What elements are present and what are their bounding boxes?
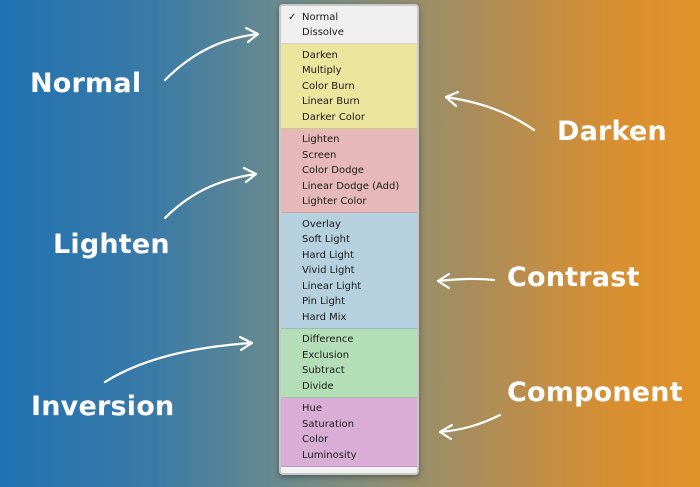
menu-item-difference[interactable]: Difference <box>281 332 417 348</box>
menu-item-label: Hue <box>302 403 323 414</box>
menu-item-normal[interactable]: ✓ Normal <box>281 10 417 26</box>
menu-item-hue[interactable]: Hue <box>281 401 417 417</box>
menu-item-label: Lighter Color <box>302 196 367 207</box>
menu-item-label: Exclusion <box>302 349 350 361</box>
menu-item-label: Soft Light <box>302 234 350 245</box>
menu-item-dissolve[interactable]: Dissolve <box>281 25 417 41</box>
menu-item-linear-dodge-add[interactable]: Linear Dodge (Add) <box>281 179 417 195</box>
arrow-inversion-icon <box>103 335 254 384</box>
menu-item-label: Pin Light <box>302 296 346 307</box>
menu-item-label: Difference <box>302 334 354 345</box>
menu-item-label: Normal <box>302 11 339 23</box>
menu-item-linear-burn[interactable]: Linear Burn <box>281 94 417 110</box>
menu-item-luminosity[interactable]: Luminosity <box>281 448 417 464</box>
menu-item-label: Overlay <box>302 218 341 230</box>
menu-item-lighten[interactable]: Lighten <box>281 132 417 148</box>
menu-item-label: Dissolve <box>302 27 344 38</box>
menu-item-label: Screen <box>302 149 337 161</box>
menu-item-subtract[interactable]: Subtract <box>281 363 417 379</box>
menu-item-screen[interactable]: Screen <box>281 148 417 164</box>
menu-item-exclusion[interactable]: Exclusion <box>281 348 417 364</box>
label-lighten: Lighten <box>53 229 170 260</box>
menu-item-label: Luminosity <box>302 449 357 461</box>
menu-item-label: Divide <box>302 380 334 392</box>
menu-item-hard-light[interactable]: Hard Light <box>281 248 417 264</box>
menu-item-label: Color Burn <box>302 80 355 92</box>
arrow-lighten-icon <box>163 166 258 220</box>
label-inversion: Inversion <box>31 391 175 422</box>
checkmark-icon: ✓ <box>288 11 297 23</box>
menu-item-vivid-light[interactable]: Vivid Light <box>281 263 417 279</box>
menu-item-label: Subtract <box>302 365 345 376</box>
menu-item-label: Linear Dodge (Add) <box>302 180 400 192</box>
menu-item-label: Hard Mix <box>302 311 347 323</box>
arrow-contrast-icon <box>436 272 496 290</box>
menu-item-label: Linear Light <box>302 280 362 292</box>
menu-item-overlay[interactable]: Overlay <box>281 217 417 233</box>
menu-item-hard-mix[interactable]: Hard Mix <box>281 310 417 326</box>
menu-item-label: Multiply <box>302 65 342 76</box>
menu-item-label: Saturation <box>302 418 355 430</box>
menu-item-soft-light[interactable]: Soft Light <box>281 232 417 248</box>
menu-item-label: Vivid Light <box>302 265 355 276</box>
menu-item-lighter-color[interactable]: Lighter Color <box>281 194 417 210</box>
label-normal: Normal <box>30 68 142 99</box>
menu-item-label: Color <box>302 434 329 445</box>
menu-item-darker-color[interactable]: Darker Color <box>281 110 417 126</box>
menu-item-multiply[interactable]: Multiply <box>281 63 417 79</box>
menu-item-color[interactable]: Color <box>281 432 417 448</box>
menu-item-color-burn[interactable]: Color Burn <box>281 79 417 95</box>
label-component: Component <box>507 377 683 408</box>
menu-item-pin-light[interactable]: Pin Light <box>281 294 417 310</box>
menu-item-label: Lighten <box>302 134 340 145</box>
menu-item-label: Darker Color <box>302 111 365 123</box>
menu-item-divide[interactable]: Divide <box>281 379 417 395</box>
label-darken: Darken <box>557 116 667 147</box>
menu-item-saturation[interactable]: Saturation <box>281 417 417 433</box>
label-contrast: Contrast <box>507 262 640 293</box>
arrow-normal-icon <box>163 26 260 82</box>
menu-item-label: Color Dodge <box>302 165 364 176</box>
arrow-darken-icon <box>444 90 536 132</box>
menu-item-label: Hard Light <box>302 249 355 261</box>
menu-item-darken[interactable]: Darken <box>281 48 417 64</box>
arrow-component-icon <box>438 413 502 441</box>
menu-item-label: Darken <box>302 49 338 61</box>
menu-item-label: Linear Burn <box>302 96 360 107</box>
menu-item-linear-light[interactable]: Linear Light <box>281 279 417 295</box>
menu-item-color-dodge[interactable]: Color Dodge <box>281 163 417 179</box>
